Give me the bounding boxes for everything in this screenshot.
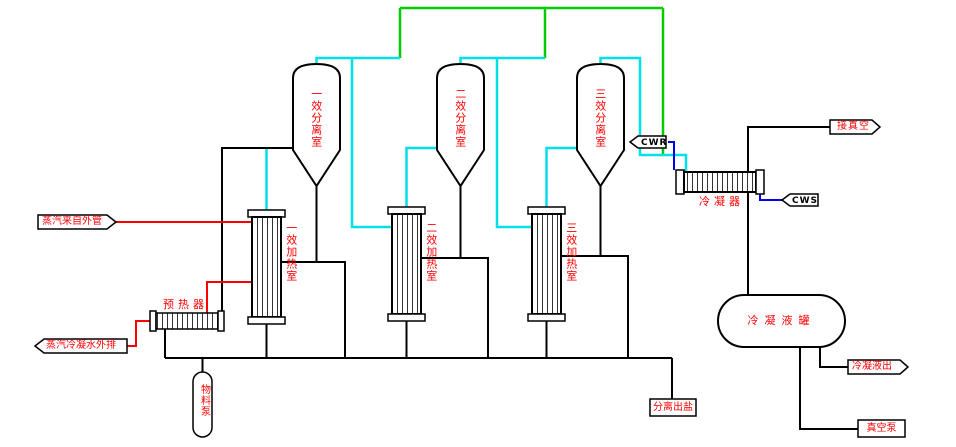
feed-pump-vessel [192,371,213,438]
separator3-downcomer [599,184,629,358]
feed-line [221,147,293,311]
effect1-separator-vessel [292,62,341,188]
effect2-separator-vessel [436,62,485,188]
effect1-heater-vessel [247,209,286,325]
cooling-water-lines [668,141,782,201]
preheater-vessel [149,310,225,332]
effect2-separator-label: 二效分离室 [453,88,467,148]
steam-condensate-outlet-flag [33,338,128,354]
effect1-separator-label: 一效分离室 [309,88,323,148]
feed-pump-label: 物料泵 [198,384,210,417]
condensate-discharge-line [127,320,150,347]
cwr-line [668,141,675,170]
steam-condensate-outlet-label: 蒸汽冷凝水外排 [46,340,116,351]
condensate-outlet-label: 冷凝液出 [852,361,892,372]
condenser-vessel [675,169,765,195]
vacuum-pump-box [857,419,906,438]
tank-drain-line [799,347,858,430]
effect3-separator-label: 三效分离室 [593,88,607,148]
heater3-riser-line [545,146,577,209]
vapor-transfer-lines [265,56,688,229]
effect3-heater-vessel [527,206,566,322]
cwr-label: CWR [641,138,668,148]
separator2-downcomer [459,184,489,358]
vacuum-connection-flag [829,119,882,135]
salt-discharge-label: 分离出盐 [653,402,693,413]
effect1-heater-label: 一效加热室 [284,222,298,282]
effect3-vapor-line [599,56,688,172]
effect2-heater-label: 二效加热室 [424,222,438,282]
effect3-heater-label: 三效加热室 [564,222,578,282]
heater2-riser-line [405,146,437,209]
cws-flag [780,193,819,207]
steam-inlet-flag [37,214,118,230]
vacuum-connection-label: 接真空 [837,121,870,132]
vacuum-line [747,126,830,172]
cws-line [759,194,782,201]
condenser-label: 冷凝器 [699,195,744,208]
effect3-separator-vessel [576,62,625,188]
condensate-tank-vessel [717,294,846,348]
heater1-condensate-line [206,281,252,313]
preheater-label: 预热器 [163,298,208,311]
effect2-heater-vessel [387,206,426,322]
condensate-outlet-flag [847,359,910,375]
steam-lines [116,221,252,347]
tank-outlet-line [819,347,848,368]
salt-discharge-box [649,398,697,417]
condensate-tank-label: 冷凝液罐 [747,314,816,327]
separator1-downcomer [315,184,346,358]
process-lines [164,126,858,430]
cws-label: CWS [792,196,819,206]
cwr-flag [628,135,667,149]
vacuum-pump-label: 真空泵 [866,423,897,434]
steam-inlet-label: 蒸汽来自外管 [42,216,102,227]
vacuum-header-line [398,6,665,155]
